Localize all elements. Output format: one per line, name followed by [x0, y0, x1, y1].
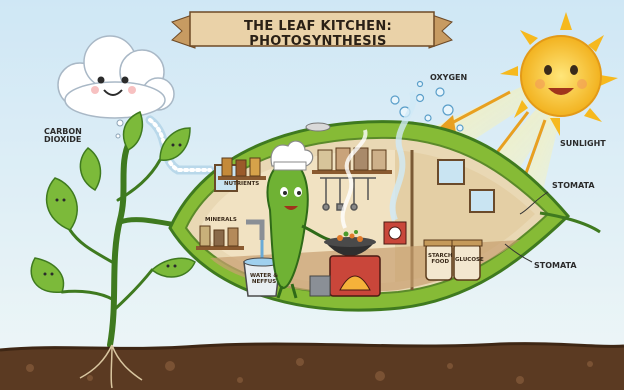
ceiling-lamp: [306, 123, 330, 131]
nutrients-label: NUTRIENTS: [224, 182, 259, 188]
soil-ground: [0, 344, 624, 390]
scale-icon: [384, 222, 406, 244]
water-bucket-label-line2: NEFFUS: [250, 280, 278, 286]
glucose-jar-label: GLUCOSE: [455, 258, 484, 264]
stomata-top-label: STOMATA: [552, 182, 595, 190]
water-bucket-label: WATER & NEFFUS: [250, 274, 278, 286]
stomata-bottom-label: STOMATA: [534, 262, 577, 270]
nutrient-shelf: [218, 158, 266, 180]
starch-food-jar-label-line2: FOOD: [428, 260, 452, 266]
oxygen-label: OXYGEN: [430, 74, 467, 82]
page-title: THE LEAF KITCHEN: PHOTOSYNTHESIS: [193, 19, 443, 49]
carbon-dioxide-label-line2: DIOXIDE: [44, 136, 82, 144]
carbon-dioxide-label: CARBON DIOXIDE: [44, 128, 82, 145]
starch-food-jar-label: STARCH FOOD: [428, 254, 452, 266]
minerals-label: MINERALS: [205, 218, 237, 224]
mineral-shelf: [196, 226, 244, 250]
sunlight-label: SUNLIGHT: [560, 140, 606, 148]
